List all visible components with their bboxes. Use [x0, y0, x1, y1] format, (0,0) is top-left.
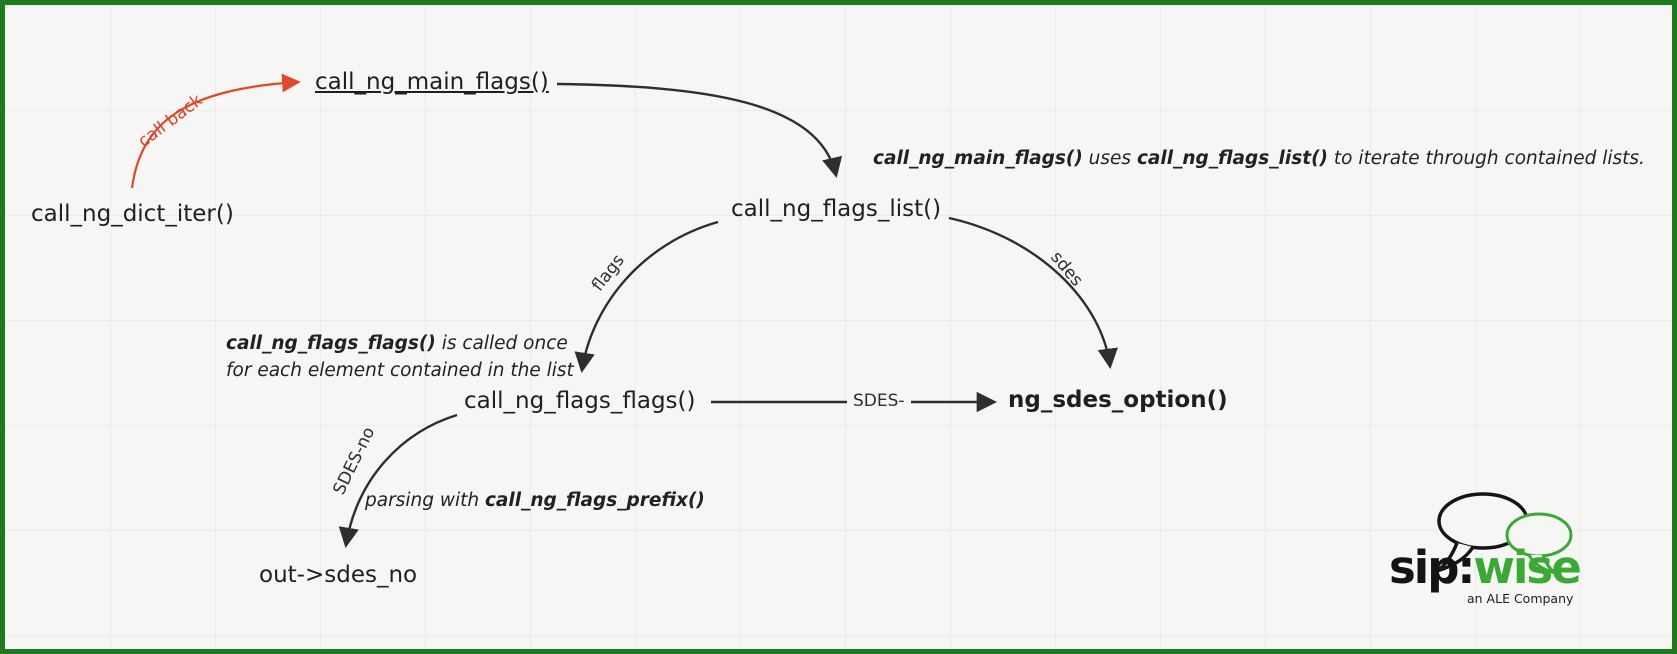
- logo-wise: wise: [1473, 541, 1581, 594]
- annotation-main-flags-tail: to iterate through contained lists.: [1327, 148, 1645, 169]
- edge-mainflags-to-flagslist-arrow: [556, 82, 843, 178]
- edge-label-sdes: sdes: [1046, 247, 1087, 291]
- node-call-ng-dict-iter: call_ng_dict_iter(): [31, 201, 234, 227]
- logo-wordmark: sip:wise: [1389, 541, 1582, 594]
- annotation-main-flags-bold2: call_ng_flags_list(): [1136, 148, 1328, 169]
- annotation-flags-flags-line1-rest: is called once: [435, 333, 568, 354]
- node-call-ng-main-flags[interactable]: call_ng_main_flags(): [315, 69, 549, 95]
- annotation-main-flags-bold1: call_ng_main_flags(): [873, 148, 1083, 169]
- sipwise-logo: sip:wise an ALE Company: [1383, 491, 1655, 609]
- node-out-sdes-no: out->sdes_no: [259, 562, 418, 588]
- logo-sip: sip:: [1389, 541, 1475, 594]
- annotation-prefix-bold: call_ng_flags_prefix(): [484, 490, 705, 511]
- annotation-main-flags: call_ng_main_flags() uses call_ng_flags_…: [873, 145, 1645, 172]
- annotation-flags-flags-line2: for each element contained in the list: [226, 360, 574, 381]
- node-call-ng-flags-flags: call_ng_flags_flags(): [464, 388, 696, 414]
- annotation-prefix-lead: parsing with: [365, 490, 485, 511]
- annotation-flags-flags-line1: call_ng_flags_flags() is called once: [226, 330, 574, 357]
- annotation-main-flags-mid: uses: [1082, 148, 1137, 169]
- annotation-flags-flags: call_ng_flags_flags() is called once for…: [226, 330, 574, 384]
- speech-bubbles-icon: [1435, 492, 1573, 575]
- edge-sdes-arrow: [948, 216, 1118, 370]
- annotation-flags-flags-bold: call_ng_flags_flags(): [226, 333, 436, 354]
- edge-label-call-back: call back: [134, 90, 207, 152]
- edge-label-sdes-dash: SDES-: [847, 391, 911, 411]
- logo-tagline: an ALE Company: [1467, 591, 1574, 606]
- annotation-prefix: parsing with call_ng_flags_prefix(): [365, 487, 705, 514]
- node-ng-sdes-option: ng_sdes_option(): [1008, 387, 1228, 413]
- node-call-ng-flags-list: call_ng_flags_list(): [731, 196, 942, 222]
- edge-label-flags: flags: [587, 250, 629, 296]
- edge-flags-arrow: [574, 220, 719, 374]
